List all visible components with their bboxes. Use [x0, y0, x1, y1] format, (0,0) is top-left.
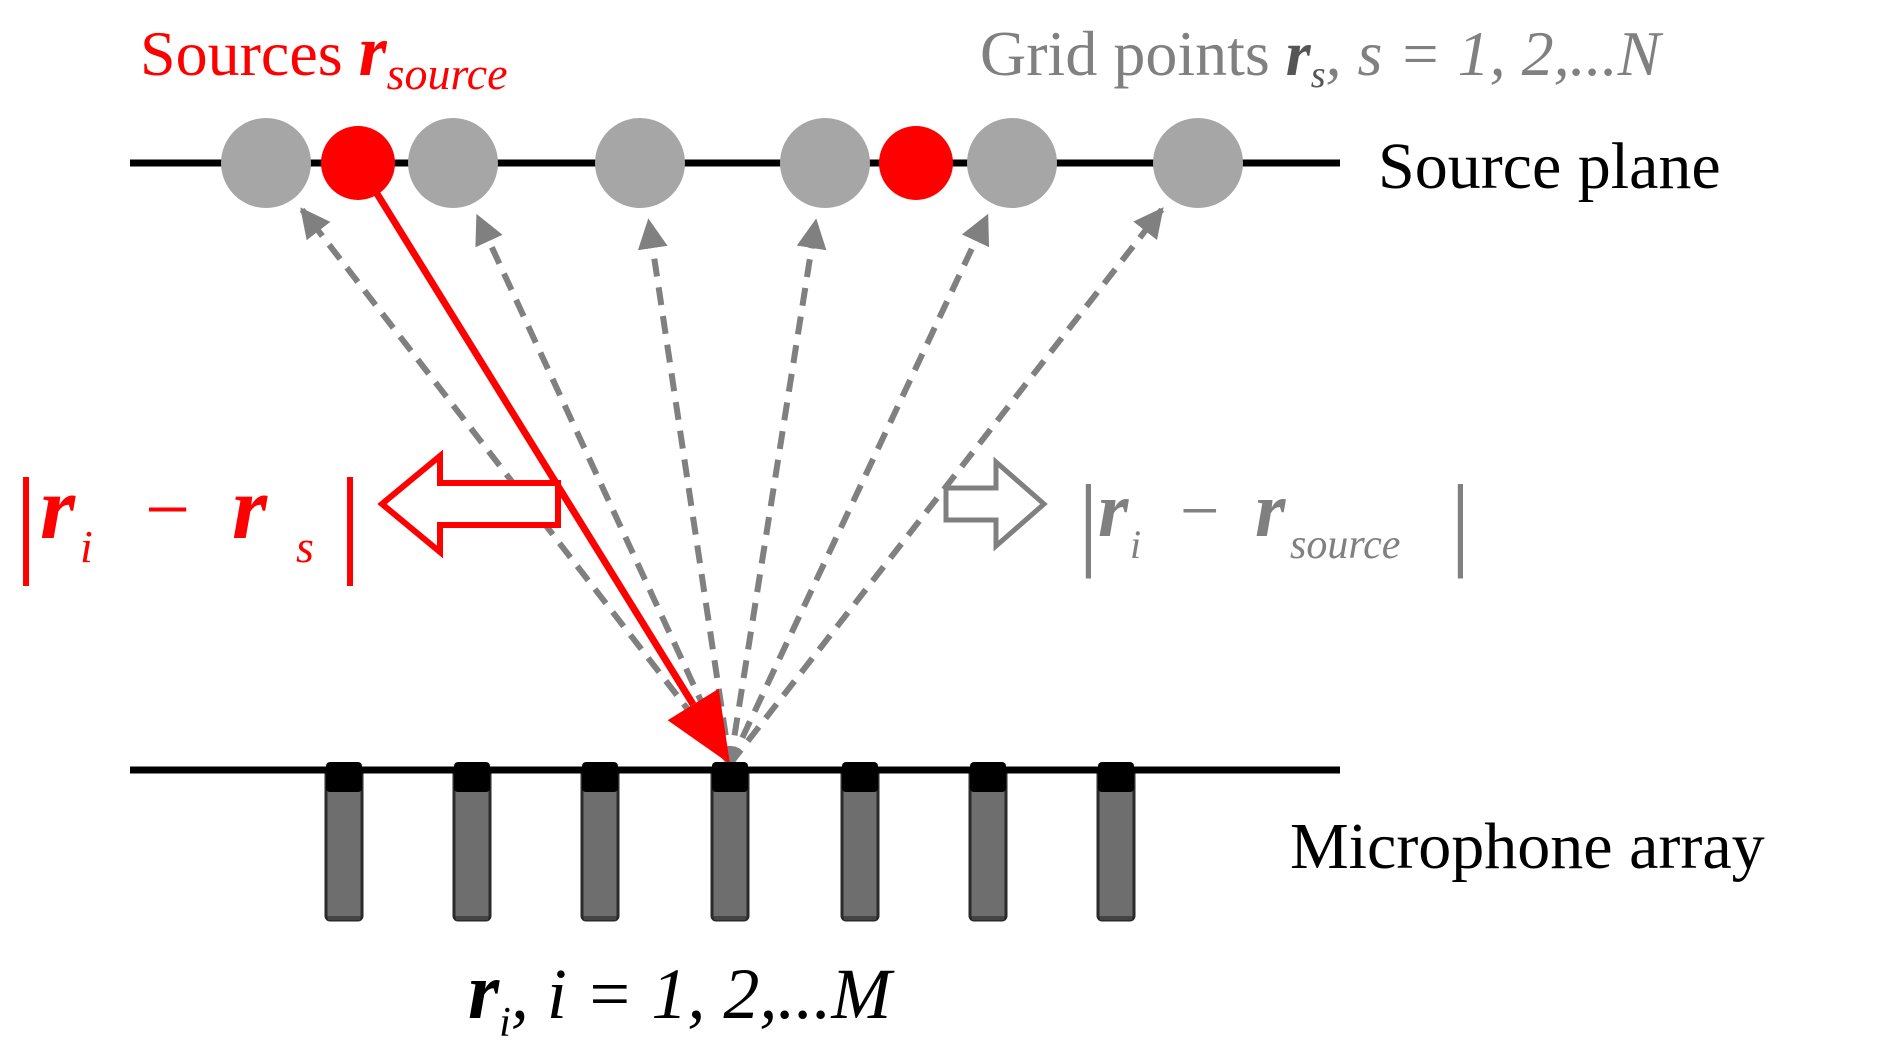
grid-point	[780, 118, 870, 208]
microphone-body	[968, 768, 1008, 922]
formula-right-rsource-sub: source	[1290, 522, 1400, 568]
grid-point	[408, 118, 498, 208]
formula-right-rsource: r	[1255, 466, 1286, 553]
microphone-body	[580, 768, 620, 922]
formula-left-ri: r	[40, 459, 76, 558]
dashed-vectors	[299, 207, 1165, 766]
microphone-body	[324, 768, 364, 922]
formula-right-ri: r	[1098, 466, 1129, 553]
formula-right-ri-sub: i	[1130, 522, 1141, 567]
distance-formula-grid: | r i − r s |	[14, 453, 362, 586]
dashed-vector	[474, 213, 733, 766]
source-point	[879, 126, 953, 200]
microphone-body	[840, 768, 880, 922]
formula-right-bar-close: |	[1450, 464, 1471, 579]
formula-right-bar-open: |	[1078, 464, 1099, 579]
formula-left-bar-open: |	[14, 453, 38, 586]
microphone-body	[452, 768, 492, 922]
distance-formula-source: | r i − r source |	[1078, 464, 1471, 579]
microphone-array-label: Microphone array	[1290, 810, 1765, 883]
source-vector-shaft	[355, 161, 697, 707]
source-vector-head	[667, 688, 730, 764]
formula-right-minus: −	[1180, 473, 1219, 550]
right-hollow-arrow	[943, 456, 1048, 552]
source-plane-label: Source plane	[1378, 130, 1721, 203]
formula-left-bar-close: |	[338, 453, 362, 586]
dashed-vector	[637, 218, 733, 765]
microphone-body	[710, 768, 750, 922]
microphone-index-label: ri, i = 1, 2,...M	[468, 948, 895, 1046]
formula-left-rs: r	[232, 459, 268, 558]
microphone-body	[1096, 768, 1136, 922]
sources-label: Sources rsource	[140, 11, 508, 99]
formula-left-minus: −	[145, 466, 190, 554]
dashed-vector	[727, 218, 827, 765]
dashed-vector	[727, 213, 990, 766]
formula-left-rs-sub: s	[296, 521, 314, 572]
left-hollow-arrow	[377, 449, 561, 559]
grid-point	[1153, 118, 1243, 208]
grid-points-label: Grid points rs, s = 1, 2,...N	[980, 18, 1664, 96]
formula-left-ri-sub: i	[80, 521, 93, 572]
grid-point	[595, 118, 685, 208]
grid-point	[967, 118, 1057, 208]
grid-point	[221, 118, 311, 208]
grid-points	[221, 118, 1243, 208]
source-vector-arrow	[355, 161, 730, 764]
microphones	[324, 762, 1136, 922]
